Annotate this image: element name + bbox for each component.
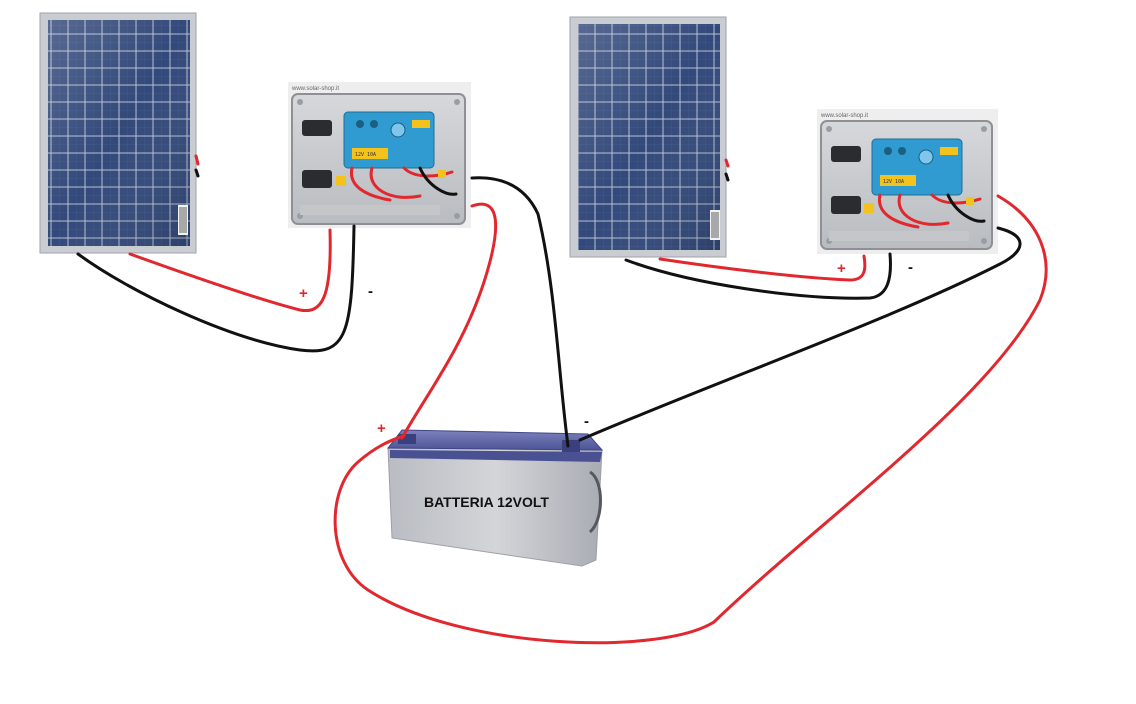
controller2-positive-to-battery bbox=[333, 194, 1048, 645]
svg-text:www.solar-shop.it: www.solar-shop.it bbox=[820, 113, 868, 119]
panel2-negative-wire bbox=[624, 252, 892, 300]
panel1-negative-wire bbox=[76, 224, 356, 353]
panel2-side-lead-neg bbox=[724, 172, 730, 182]
charge-controller-icon: www.solar-shop.it 12V 10A bbox=[288, 82, 471, 228]
controller1-negative-to-battery bbox=[470, 176, 570, 448]
controller1-positive-to-battery bbox=[400, 202, 498, 440]
svg-text:12V 10A: 12V 10A bbox=[355, 152, 376, 158]
panel1-minus-label: - bbox=[368, 283, 373, 300]
charge-controller-icon: www.solar-shop.it 12V 10A bbox=[817, 109, 998, 254]
panel2-plus-label: + bbox=[837, 260, 846, 277]
svg-text:12V 10A: 12V 10A bbox=[883, 179, 904, 185]
controller2-negative-to-battery bbox=[578, 226, 1022, 442]
solar-panel-icon bbox=[39, 12, 197, 254]
panel2-minus-label: - bbox=[908, 259, 913, 276]
panel2-positive-wire bbox=[658, 254, 867, 282]
battery-label: BATTERIA 12VOLT bbox=[424, 494, 549, 510]
panel1-side-lead-neg bbox=[194, 168, 200, 178]
panel1-positive-wire bbox=[128, 228, 332, 313]
solar-panel-icon bbox=[569, 16, 727, 258]
panel1-plus-label: + bbox=[299, 285, 308, 302]
battery-minus-label: - bbox=[584, 413, 589, 430]
battery-icon: BATTERIA 12VOLT bbox=[386, 429, 604, 567]
battery-plus-label: + bbox=[377, 420, 386, 437]
svg-text:www.solar-shop.it: www.solar-shop.it bbox=[291, 86, 339, 92]
panel2-side-lead bbox=[724, 158, 730, 168]
panel1-side-lead bbox=[194, 154, 200, 166]
